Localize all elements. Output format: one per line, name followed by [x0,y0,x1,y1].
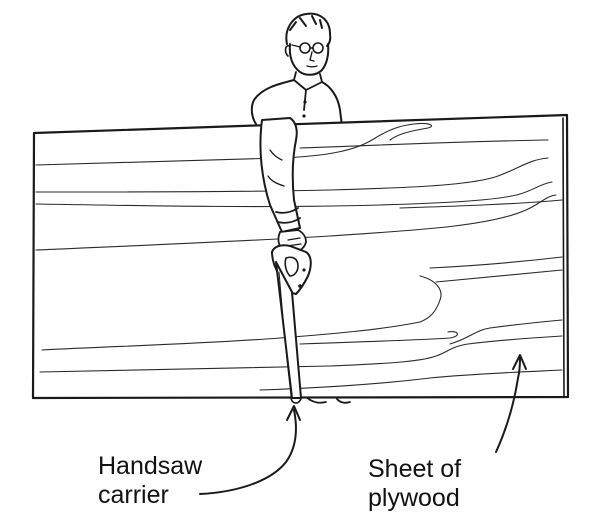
person-figure [250,12,351,404]
glasses-left-lens [299,42,311,54]
shirt-button [302,114,306,118]
arm-sleeve [259,117,301,233]
handsaw-label-line2: carrier [98,481,169,509]
shirt-button [303,100,307,104]
grain-line [35,157,549,193]
grain-line [299,139,549,149]
person-arm [259,117,307,254]
grain-line [35,194,557,251]
saw-screw [298,284,302,288]
grain-line [399,199,563,209]
saw-teeth-edge [278,271,292,397]
grain-line [35,181,553,208]
grain-line [449,319,563,345]
plywood-label-line2: plywood [368,484,460,512]
sleeve-cuff [275,207,301,224]
grain-line [435,269,563,283]
callout-handsaw [199,405,301,495]
grain-line [259,369,563,391]
grain-line [39,335,563,373]
sleeve-wrinkle [267,149,285,187]
saw-handle-grip [284,256,299,277]
sheet-of-plywood-label: Sheet of plywood [368,455,461,513]
handsaw-arrow-line [199,409,297,495]
person-shirt [250,79,343,127]
sheet-edge [562,117,565,397]
grain-line [429,256,563,269]
saw-tip [290,397,302,404]
person-neck [293,71,323,111]
glasses-bridge [291,44,314,49]
handsaw-arrowhead-icon [286,405,301,421]
plywood-arrow-line [495,357,521,453]
handsaw-label-line1: Handsaw [98,452,203,480]
handsaw [270,244,312,404]
callout-plywood [495,354,527,453]
handsaw-carrier-label: Handsaw carrier [98,452,202,510]
grain-line [299,331,458,345]
grain-line [35,122,432,166]
person-face [288,43,330,76]
plywood-arrowhead-icon [512,354,527,370]
person-nose [309,51,315,62]
grain-line [41,275,442,351]
plywood-label-line1: Sheet of [368,455,462,483]
person-mouth [306,65,318,68]
person-ear [284,44,291,57]
person-hair [285,12,332,47]
saw-screw [302,268,306,272]
glasses-right-lens [312,42,324,54]
